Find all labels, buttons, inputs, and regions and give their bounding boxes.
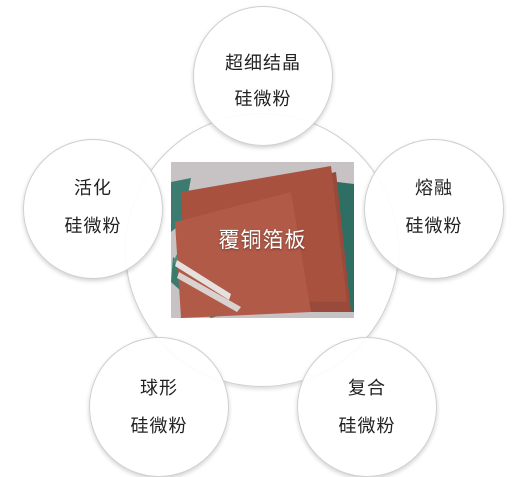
node-label-line1: 熔融 bbox=[415, 178, 453, 199]
laminate-photo bbox=[171, 162, 354, 318]
laminate-sheets-illustration bbox=[171, 162, 354, 318]
node-label-line1: 活化 bbox=[74, 178, 112, 199]
node-activated-silica: 活化 硅微粉 bbox=[23, 139, 163, 279]
node-label-line2: 硅微粉 bbox=[338, 416, 396, 437]
node-label-line2: 硅微粉 bbox=[405, 216, 463, 237]
node-composite-silica: 复合 硅微粉 bbox=[297, 337, 437, 477]
node-spherical-silica: 球形 硅微粉 bbox=[89, 337, 229, 477]
center-label: 覆铜箔板 bbox=[218, 228, 307, 252]
node-label-line1: 超细结晶 bbox=[225, 53, 301, 74]
node-label-line2: 硅微粉 bbox=[64, 216, 122, 237]
node-label-line2: 硅微粉 bbox=[130, 416, 188, 437]
node-label-line2: 硅微粉 bbox=[234, 89, 292, 110]
node-fused-silica: 熔融 硅微粉 bbox=[364, 139, 504, 279]
node-label-line1: 球形 bbox=[140, 378, 178, 399]
node-ultrafine-crystalline-silica: 超细结晶 硅微粉 bbox=[193, 6, 333, 146]
node-label-line1: 复合 bbox=[348, 378, 386, 399]
